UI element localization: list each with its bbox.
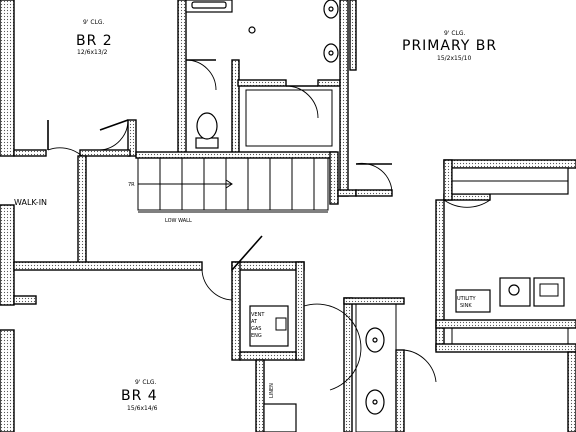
doors: [47, 59, 491, 391]
low-wall-label: LOW WALL: [165, 218, 192, 224]
primary-dims: 15/2x15/10: [437, 55, 471, 62]
vent-label-4: ENG: [251, 333, 262, 339]
vent-label-3: GAS: [251, 326, 261, 332]
br4-name: BR 4: [121, 388, 158, 404]
br4-dims: 15/6x14/6: [127, 405, 158, 412]
br2-name: BR 2: [76, 33, 113, 49]
bath-fixtures: [185, 0, 397, 432]
utility-label-1: UTILITY: [457, 296, 477, 302]
walk-in-label: WALK-IN: [14, 198, 47, 207]
vent-label-2: AT: [251, 319, 258, 325]
stairs: [137, 157, 329, 213]
utility-label-2: SINK: [460, 303, 472, 309]
stair-riser-label: 7R: [128, 182, 135, 188]
linen-label: LINEN: [269, 383, 275, 398]
laundry-appliances: [249, 167, 569, 347]
primary-ceiling: 9' CLG.: [444, 30, 466, 37]
br2-dims: 12/6x13/2: [77, 49, 108, 56]
vent-label-1: VENT: [251, 312, 265, 318]
br2-ceiling: 9' CLG.: [83, 19, 105, 26]
primary-name: PRIMARY BR: [402, 38, 497, 54]
br4-ceiling: 9' CLG.: [135, 379, 157, 386]
